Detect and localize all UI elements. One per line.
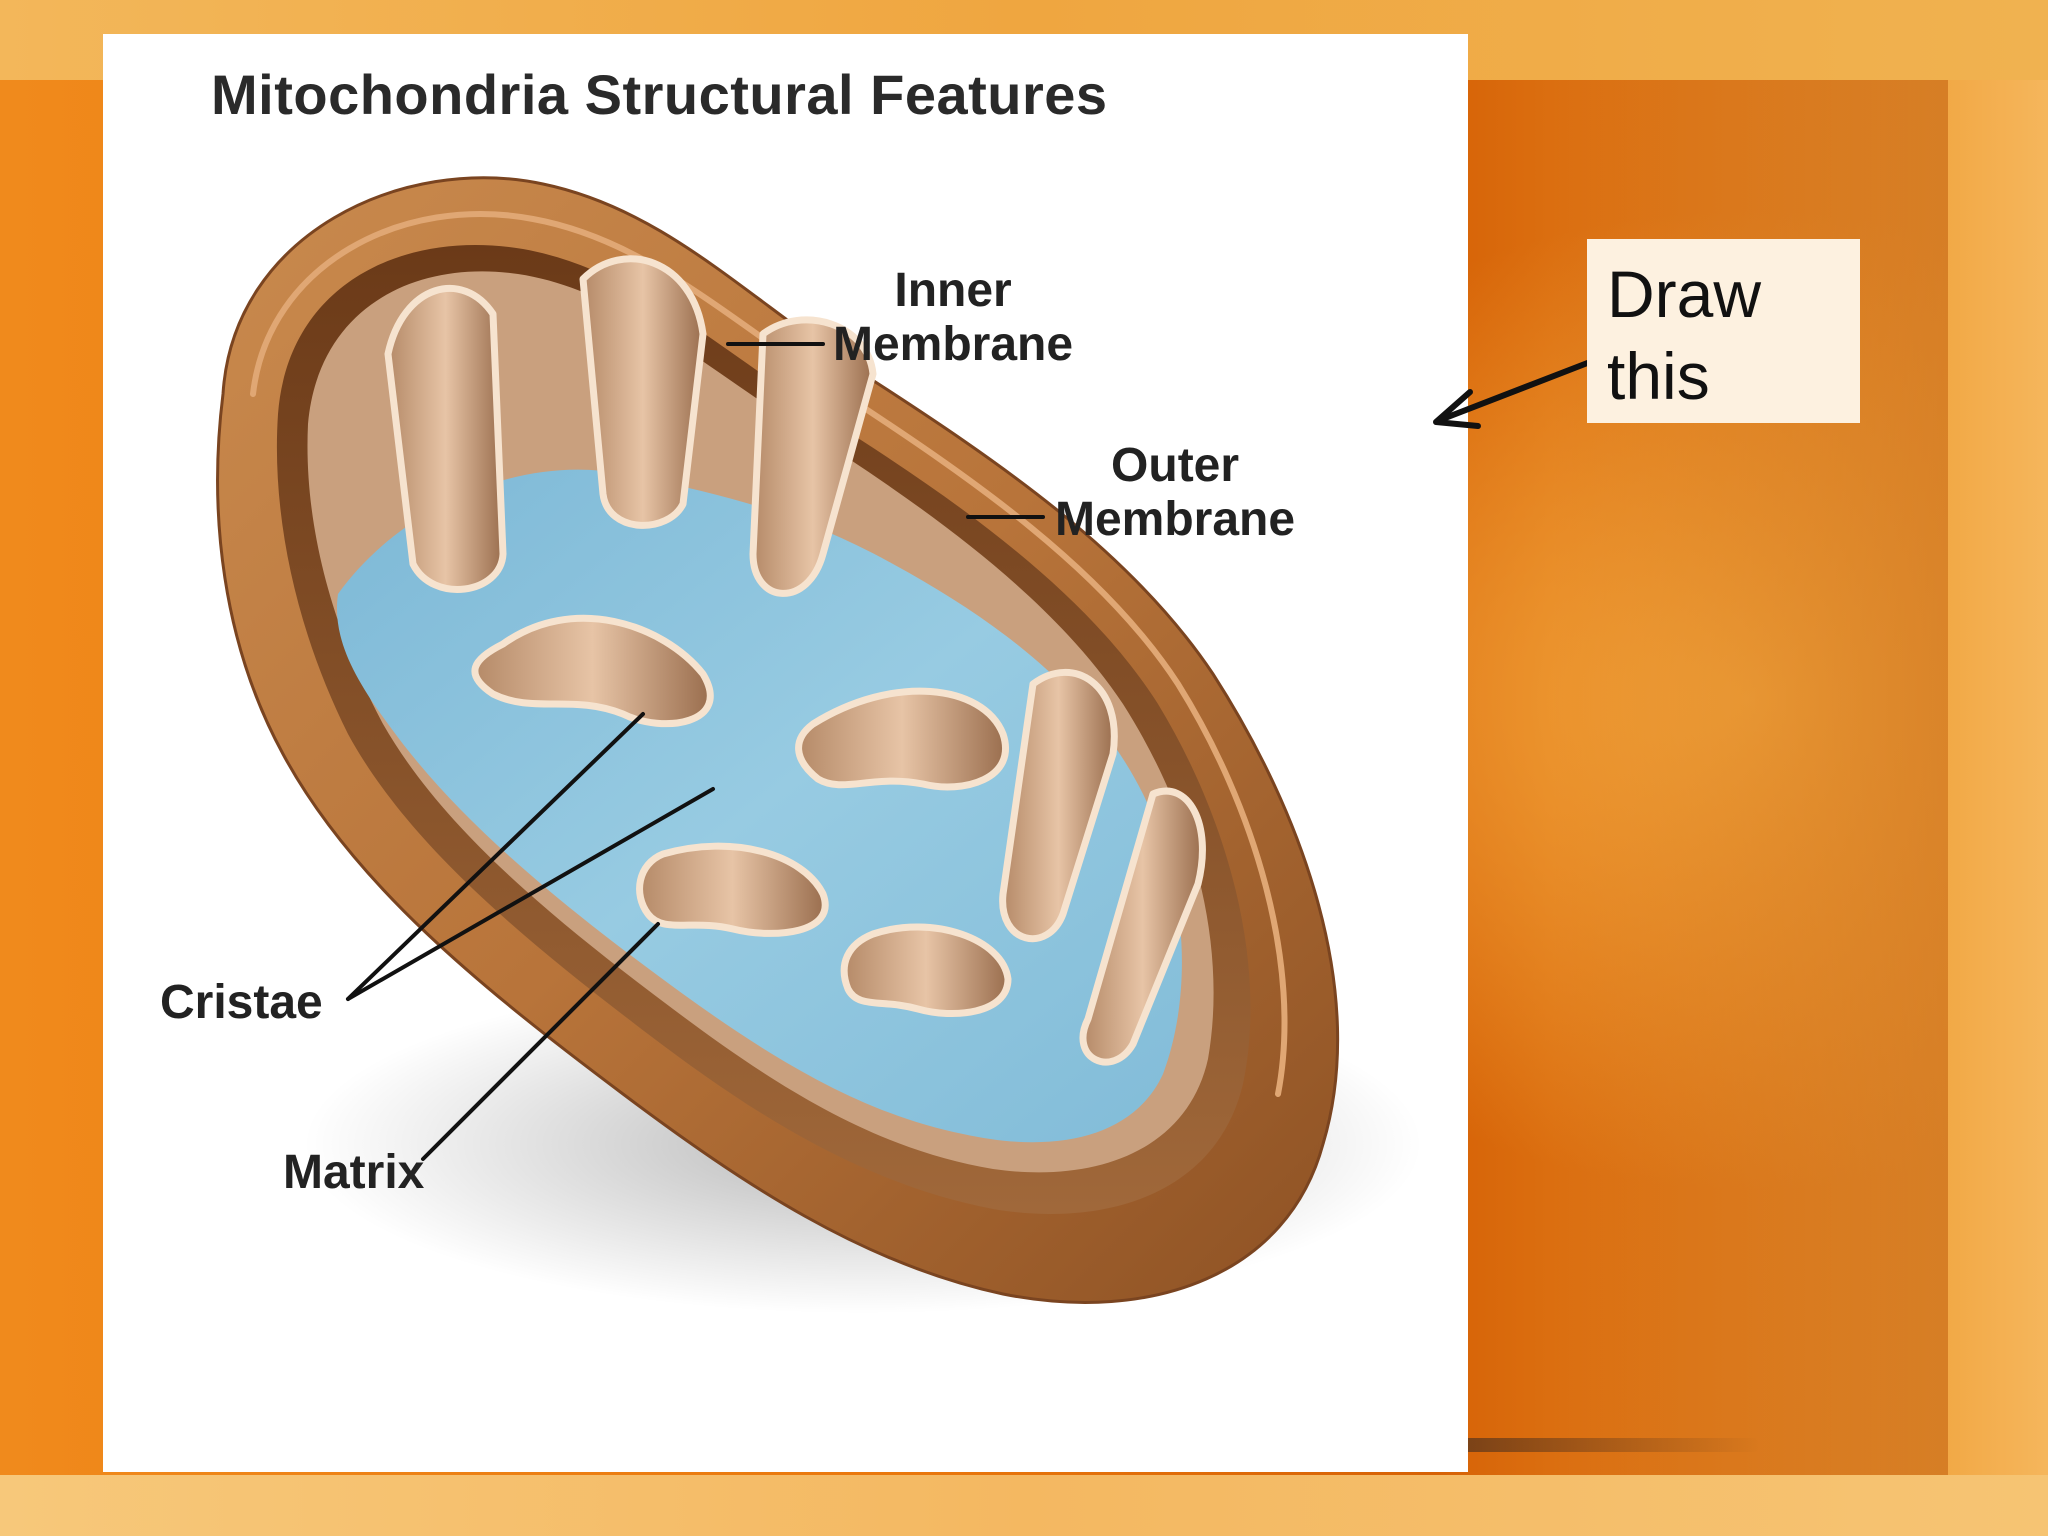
slide-right-strip [1948, 80, 2048, 1475]
matrix-leader [421, 922, 660, 1161]
callout-line-2: this [1607, 339, 1710, 413]
outer-membrane-label-line-2: Membrane [1055, 493, 1296, 546]
outer-membrane-label-line-1: Outer [1111, 439, 1240, 492]
inner-membrane-label: Inner Membrane [833, 264, 1073, 372]
diagram-panel: Mitochondria Structural Features [103, 34, 1468, 1472]
crista-fold-1 [384, 285, 507, 593]
image-shadow [1460, 1438, 1760, 1452]
crista-fold-9 [840, 923, 1012, 1017]
cristae-folds [384, 255, 1206, 1066]
leader-lines [346, 342, 1045, 1161]
crista-fold-3 [749, 316, 877, 597]
crista-fold-6 [999, 669, 1118, 943]
diagram-title: Mitochondria Structural Features [211, 63, 1108, 126]
crista-fold-7 [1079, 787, 1206, 1066]
crista-fold-5 [795, 687, 1009, 791]
cristae-label: Cristae [160, 976, 323, 1029]
mitochondrion-illustration [216, 176, 1423, 1314]
outer-membrane-label: Outer Membrane [1055, 439, 1295, 547]
crista-fold-2 [579, 255, 707, 529]
cristae-leader-2 [346, 787, 715, 1001]
callout-line-1: Draw [1607, 257, 1762, 331]
callout-text: Draw this [1607, 253, 1860, 417]
crista-fold-8 [636, 842, 829, 937]
matrix-label: Matrix [283, 1146, 425, 1199]
crista-fold-4 [471, 614, 714, 728]
cristae-leader-1 [346, 712, 645, 1001]
inner-membrane-label-line-2: Membrane [833, 318, 1074, 371]
slide-bottom-band [0, 1475, 2048, 1536]
inner-membrane-label-line-1: Inner [894, 264, 1012, 317]
callout-box: Draw this [1587, 239, 1860, 423]
